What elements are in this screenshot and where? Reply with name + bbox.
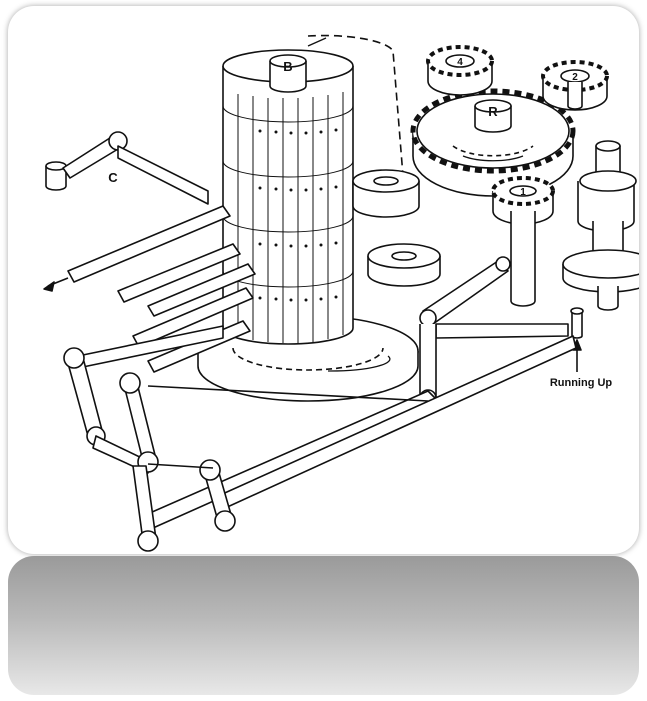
- drum-dashed-outline: [307, 34, 404, 177]
- label-r: R: [488, 104, 498, 119]
- label-gear-1: 1: [520, 187, 526, 198]
- gear-4: [426, 45, 494, 96]
- label-gear-2: 2: [572, 72, 578, 83]
- running-up-pin: [570, 307, 584, 372]
- label-b: B: [283, 59, 292, 74]
- crank-c: [45, 131, 209, 205]
- left-linkages: [63, 347, 236, 552]
- reflection-panel: [8, 556, 639, 695]
- gear-2: [541, 60, 609, 111]
- diagram-card: B R C 4 2 1 Running Up: [8, 6, 639, 554]
- label-c: C: [108, 170, 118, 185]
- label-gear-4: 4: [457, 57, 463, 68]
- mechanism-diagram: B R C 4 2 1 Running Up: [43, 34, 639, 552]
- gear-1: [491, 176, 555, 307]
- idler-disc-upper: [352, 169, 420, 218]
- label-running-up: Running Up: [550, 377, 613, 389]
- rotation-arrow-base: [327, 355, 391, 372]
- right-post: [562, 140, 639, 311]
- idler-disc-lower: [367, 243, 441, 287]
- gear-r: [410, 88, 576, 197]
- rotation-arrow-gear: [462, 155, 524, 162]
